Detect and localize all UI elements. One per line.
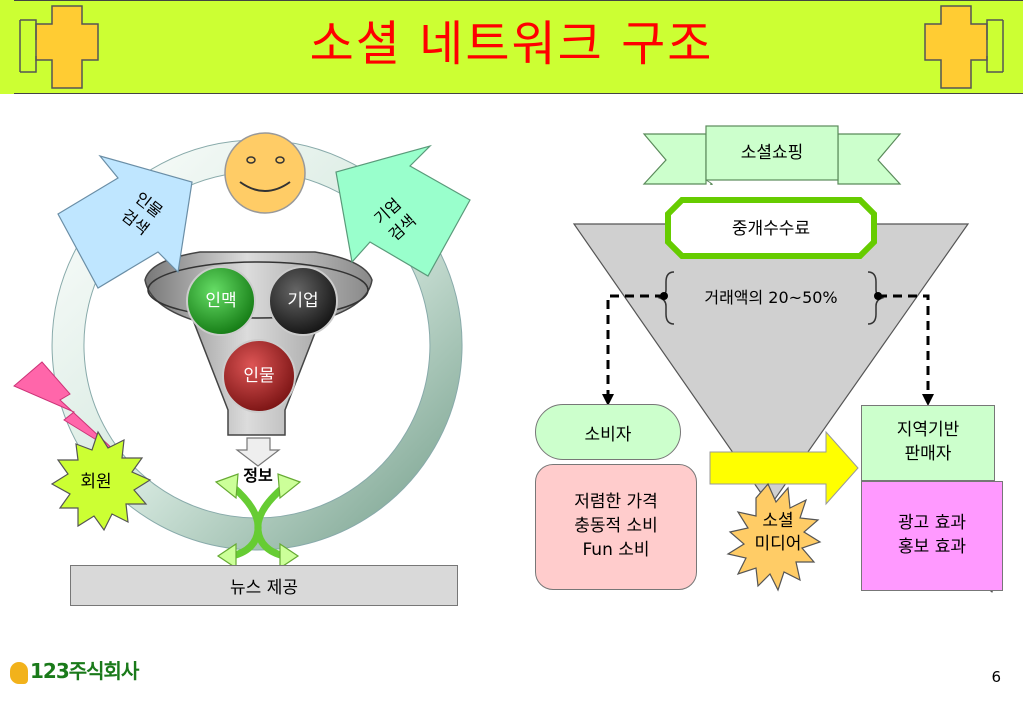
ball-red — [222, 339, 296, 413]
ball-green — [186, 266, 256, 336]
social-media-label: 소셜 미디어 — [738, 510, 818, 556]
social-shopping-banner — [642, 125, 902, 185]
left-brace — [657, 271, 675, 325]
consumer-trait: 충동적 소비 — [574, 516, 658, 537]
green-arrowheads — [214, 473, 302, 570]
effect-line: 홍보 효과 — [898, 537, 966, 557]
logo-emblem-icon — [10, 661, 28, 684]
title-decorations — [0, 0, 1004, 94]
seller-line: 판매자 — [904, 444, 952, 464]
news-box: 뉴스 제공 — [70, 565, 458, 606]
cross-right-icon — [924, 5, 1004, 89]
news-label: 뉴스 제공 — [230, 578, 298, 598]
right-diagram — [572, 125, 1003, 593]
social-shopping-label: 소셜쇼핑 — [740, 143, 804, 163]
ball-green-label: 인맥 — [205, 291, 237, 311]
dashed-arrow-left — [606, 294, 664, 396]
company-logo: 123주식회사 — [10, 655, 139, 684]
seller-line: 지역기반 — [896, 420, 960, 441]
green-cross-arrows-icon — [229, 483, 288, 560]
info-label: 정보 — [243, 466, 273, 485]
ball-black-label: 기업 — [287, 291, 319, 311]
search-company-arrow — [335, 144, 471, 277]
ratio-label: 거래액의 20~50% — [704, 288, 838, 307]
social-media-line: 소셜 — [762, 511, 794, 531]
smiley-icon — [224, 132, 306, 214]
effects-box: 광고 효과 홍보 효과 — [861, 481, 1003, 591]
consumer-label: 소비자 — [584, 424, 632, 445]
page-number: 6 — [991, 668, 1001, 686]
social-media-starburst — [726, 482, 822, 592]
member-label: 회원 — [80, 472, 112, 492]
member-starburst — [50, 430, 152, 532]
left-diagram — [13, 132, 471, 570]
search-person-arrow — [57, 154, 193, 289]
logo-text: 123주식회사 — [30, 659, 139, 683]
dashed-arrow-right — [878, 294, 930, 396]
consumer-pill: 소비자 — [535, 404, 681, 460]
cross-left-icon — [19, 5, 99, 89]
title-band — [0, 0, 1023, 94]
yellow-right-arrow — [709, 430, 859, 506]
effect-line: 광고 효과 — [898, 513, 966, 534]
seller-box: 지역기반 판매자 — [861, 405, 995, 481]
consumer-traits-box: 저렴한 가격 충동적 소비 Fun 소비 — [535, 464, 697, 590]
fee-octagon — [665, 197, 877, 259]
ball-red-label: 인물 — [243, 366, 275, 386]
consumer-trait: 저렴한 가격 — [574, 492, 658, 513]
page-title: 소셜 네트워크 구조 — [309, 16, 714, 72]
down-arrow-icon — [235, 437, 281, 467]
social-media-line: 미디어 — [754, 533, 802, 554]
ball-black — [268, 266, 338, 336]
right-brace — [867, 271, 885, 325]
fee-label: 중개수수료 — [731, 219, 811, 239]
consumer-trait: Fun 소비 — [582, 539, 650, 560]
lightning-icon — [13, 361, 117, 453]
